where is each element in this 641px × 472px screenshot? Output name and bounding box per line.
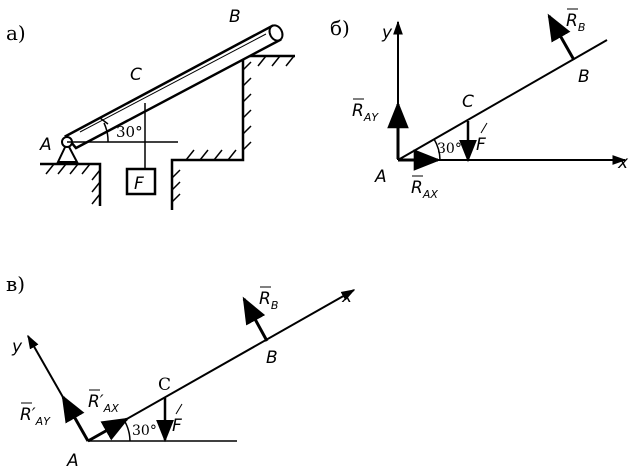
force-ray-label: RAY — [352, 101, 379, 124]
panel-c-letter: в) — [6, 272, 25, 296]
point-b-label: B — [229, 7, 241, 27]
force-rax-arrow — [87, 417, 130, 443]
panel-a-letter: а) — [6, 21, 26, 45]
force-rb-label: RB — [566, 11, 585, 34]
angle-arc — [103, 122, 109, 143]
beam-line — [397, 39, 608, 161]
point-a-label: A — [39, 135, 52, 155]
x-axis-label: x — [617, 153, 629, 173]
point-b-label: B — [578, 67, 590, 87]
force-rb-label: RB — [259, 289, 278, 312]
panel-b-letter: б) — [330, 16, 350, 40]
f-overbar — [480, 122, 488, 134]
panel-a: а) — [6, 7, 295, 210]
panel-c: в) x y 30° A C B F RB R′AY R′AX — [6, 272, 356, 471]
angle-arc — [123, 419, 131, 442]
y-axis-label: y — [381, 23, 393, 43]
angle-label: 30° — [437, 141, 462, 157]
force-ray-arrow — [61, 394, 90, 442]
x-axis-label: x — [341, 287, 353, 307]
point-c-label: C — [130, 65, 142, 85]
x-axis-beam — [87, 289, 356, 442]
point-a-label: A — [66, 451, 79, 471]
force-ray-label: R′AY — [20, 405, 51, 428]
inclined-beam — [64, 24, 284, 150]
point-c-label: C — [462, 92, 474, 112]
force-f-label: F — [172, 416, 182, 436]
y-axis-label: y — [11, 337, 23, 357]
force-rb-arrow — [547, 13, 576, 61]
angle-tick — [99, 117, 109, 125]
load-box — [125, 167, 157, 196]
point-b-label: B — [266, 348, 278, 368]
panel-b: б) y x 30° A C B F RB RAY RAX — [330, 8, 629, 201]
ground-hatching — [45, 55, 295, 205]
angle-label: 30° — [116, 123, 143, 141]
point-a-label: A — [374, 167, 387, 187]
force-rax-label: R′AX — [88, 392, 119, 415]
ground-structure — [40, 54, 295, 210]
angle-arc — [433, 138, 441, 161]
force-rax-label: RAX — [411, 178, 438, 201]
load-label: F — [134, 174, 144, 194]
point-c-label: C — [158, 375, 171, 395]
angle-label: 30° — [132, 423, 157, 439]
force-f-label: F — [476, 135, 486, 155]
force-rb-arrow — [242, 296, 269, 342]
f-overbar — [175, 403, 183, 415]
